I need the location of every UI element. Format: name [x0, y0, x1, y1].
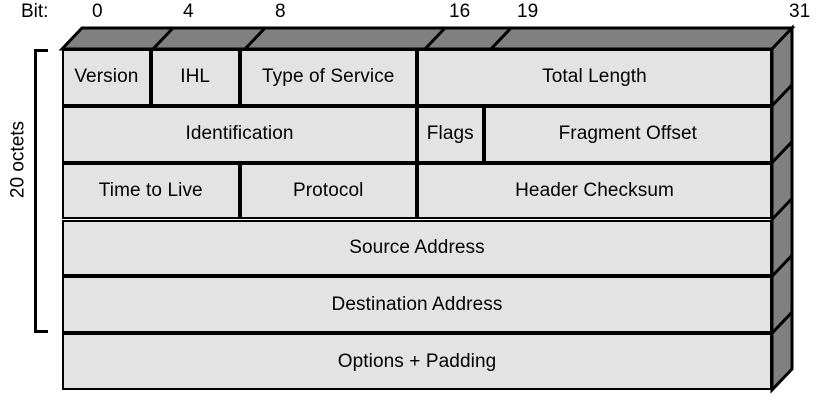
bit-tick-16: 16: [449, 1, 471, 22]
top-face-dividers: [151, 26, 513, 51]
field-label: Type of Service: [262, 66, 395, 88]
field-label: Fragment Offset: [558, 123, 697, 145]
field-ihl: IHL: [150, 49, 240, 106]
header-row: Time to Live Protocol Header Checksum: [62, 162, 772, 220]
field-label: Protocol: [292, 180, 364, 202]
bit-tick-19: 19: [517, 1, 539, 22]
field-options-padding: Options + Padding: [62, 333, 772, 390]
field-source-address: Source Address: [62, 219, 772, 277]
field-protocol: Protocol: [239, 162, 417, 220]
field-label: Header Checksum: [515, 180, 674, 202]
right-face-dividers: [770, 83, 794, 335]
field-label: Flags: [426, 123, 474, 145]
bracket-tick-top: [34, 49, 48, 52]
header-row: Options + Padding: [62, 333, 772, 390]
header-row: Identification Flags Fragment Offset: [62, 105, 772, 163]
field-label: Options + Padding: [337, 350, 497, 372]
header-row: Source Address: [62, 219, 772, 277]
bit-tick-8: 8: [275, 1, 286, 22]
field-identification: Identification: [62, 105, 417, 163]
field-header-checksum: Header Checksum: [417, 162, 772, 220]
top-face: [58, 26, 796, 51]
field-label: IHL: [180, 66, 211, 88]
bit-tick-4: 4: [183, 1, 194, 22]
field-label: Total Length: [542, 66, 647, 88]
field-label: Source Address: [349, 236, 485, 258]
field-label: Identification: [185, 123, 294, 145]
bracket-stem: [34, 49, 37, 333]
field-time-to-live: Time to Live: [62, 162, 240, 220]
bit-tick-0: 0: [92, 1, 103, 22]
field-fragment-offset: Fragment Offset: [483, 105, 772, 163]
field-destination-address: Destination Address: [62, 276, 772, 334]
octet-bracket: [34, 49, 48, 333]
field-label: Destination Address: [331, 293, 503, 315]
octet-bracket-label: 20 octets: [7, 120, 29, 199]
header-row: Destination Address: [62, 276, 772, 334]
field-type-of-service: Type of Service: [239, 49, 417, 106]
field-label: Time to Live: [98, 180, 203, 202]
field-flags: Flags: [417, 105, 484, 163]
bit-axis-caption: Bit:: [21, 1, 49, 22]
bit-tick-31: 31: [789, 1, 811, 22]
right-face: [770, 24, 794, 394]
field-version: Version: [62, 49, 151, 106]
bracket-tick-bottom: [34, 330, 48, 333]
header-row: Version IHL Type of Service Total Length: [62, 49, 772, 106]
field-label: Version: [74, 66, 139, 88]
field-total-length: Total Length: [417, 49, 772, 106]
